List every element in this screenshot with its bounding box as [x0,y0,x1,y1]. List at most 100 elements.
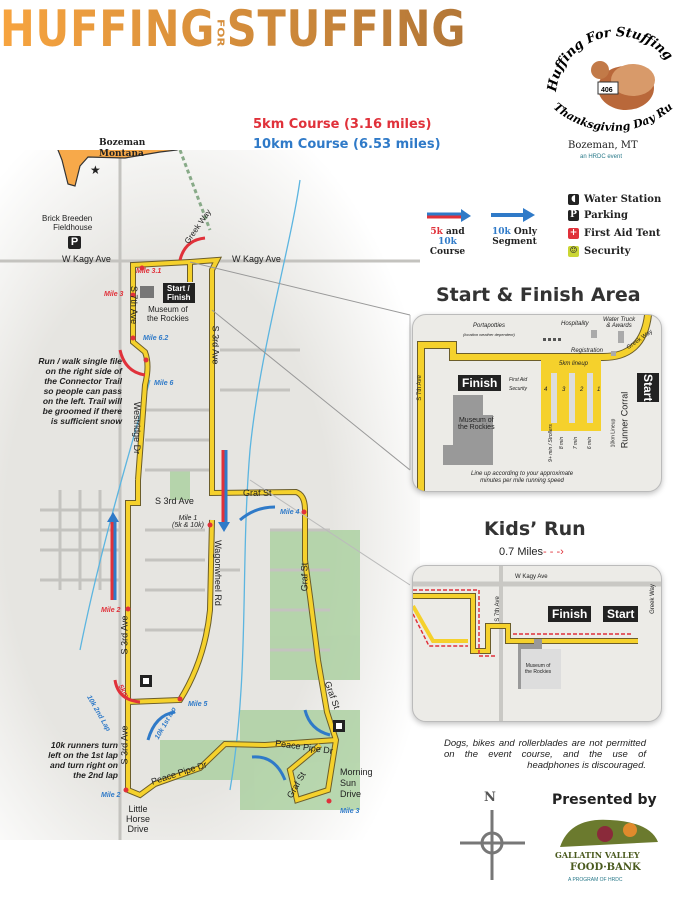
start-finish-tag: Start / Finish [163,283,195,303]
legend-water-station: ◖Water Station [568,194,661,205]
connector-trail-note: Run / walk single file on the right side… [38,356,122,426]
legend-10k-course: 10km Course (6.53 miles) [253,137,441,152]
street-s-7th-ave-inset: S 7th Ave [416,375,423,401]
street-greek-way-kids: Greek Way [649,584,656,614]
mile-1-label: Mile 1 (5k & 10k) [172,515,204,529]
start-finish-area-title: Start & Finish Area [436,284,641,306]
lap-turn-note: 10k runners turn left on the 1st lap and… [48,740,118,780]
museum-building [140,286,154,298]
street-graf-st-mid: Graf St [299,562,310,592]
compass-north-label: N [484,790,496,805]
mile-6-label: Mile 6 [154,380,174,387]
start-finish-inset: Portapotties (location weather dependent… [412,314,662,492]
kids-run-inset: W Kagy Ave S 7th Ave Greek Way Finish St… [412,565,662,722]
cornucopia-icon [560,819,658,847]
street-w-kagy-ave: W Kagy Ave [62,254,111,264]
parking-icon: P [68,236,81,249]
water-station-icon: ◖ [568,194,579,205]
corral-1: 1 [597,387,601,393]
street-wagonwheel-rd: Wagonwheel Rd [212,540,223,606]
street-s-7th-ave-kids: S 7th Ave [494,596,501,622]
pace-corral-1: 6 min [587,436,594,450]
museum-label-inset: Museum of the Rockies [458,417,495,431]
kids-start-tag: Start [603,606,639,622]
water-station-icon [140,675,152,687]
runner-corral-label: Runner Corral [619,391,630,449]
sponsor-name-line1: GALLATIN VALLEY [555,850,640,860]
mile-2-5k-label: Mile 2 [101,607,121,614]
street-s-3rd-ave-cross: S 3rd Ave [155,496,194,506]
arrow-legend-icons [427,208,535,222]
kids-finish-tag: Finish [548,606,592,622]
finish-tag: Finish [458,375,502,391]
street-s-3rd-ave-north: S 3rd Ave [210,325,221,365]
park-areas [160,470,360,810]
corral-3: 3 [562,387,566,393]
legend-security: ☺Security [568,246,631,257]
page-title: HUFFINGFORSTUFFING [0,0,577,58]
food-bank-logo: GALLATIN VALLEY FOOD·BANK A PROGRAM OF H… [550,812,665,892]
background-streets [0,150,420,840]
lineup-5k-label: 5km lineup [559,361,589,367]
event-logo: Huffing For Stuffing 406 Thanksgiving Da… [534,12,688,167]
bozeman-star-icon: ★ [90,163,101,177]
legend-first-aid: +First Aid Tent [568,228,661,239]
presented-by-label: Presented by [552,792,657,808]
start-tag: Start [637,373,659,403]
street-w-kagy-ave-kids: W Kagy Ave [515,574,548,580]
corral-4: 4 [544,387,548,393]
pace-corral-2: 7 min [573,436,580,450]
svg-text:406: 406 [601,87,613,94]
mile-5-label: Mile 5 [188,701,208,708]
lineup-note: Line up according to your approximate mi… [471,471,574,484]
street-morning-sun-drive: Morning Sun Drive [340,767,373,799]
montana-state-shape [57,150,178,187]
mile-3-label: Mile 3 [104,291,124,298]
hospitality-label: Hospitality [561,321,589,327]
mile-4-label: Mile 4 [280,509,300,516]
street-s-7th-ave: S 7th Ave [129,285,140,325]
street-graf-st: Graf St [243,488,272,498]
parking-icon: P [568,210,579,221]
pace-corral-4: 9+ min / Strollers [547,424,554,462]
kids-run-distance: 0.7 Miles- - -› [499,546,564,558]
course-map [0,150,420,840]
street-little-horse-drive: Little Horse Drive [126,804,151,834]
sponsor-name-line2: FOOD·BANK [570,862,641,873]
turkey-logo-icon: Huffing For Stuffing 406 Thanksgiving Da… [534,12,676,134]
first-aid-icon: + [568,228,579,239]
compass-rose-icon [460,810,525,880]
water-truck-label: Water Truck & Awards [603,317,636,329]
portapotties-label: Portapotties [473,323,506,329]
pace-corral-3: 8 min [559,436,566,450]
creek [229,179,301,791]
mile-2-10k-label: Mile 2 [101,792,121,799]
fieldhouse-label: Brick Breeden Fieldhouse [42,214,93,232]
lineup-10k-label: 10km Lineup [610,418,617,448]
course-rules-notice: Dogs, bikes and rollerblades are not per… [444,738,646,771]
museum-label: Museum of the Rockies [147,305,189,323]
security-icon: ☺ [568,246,579,257]
museum-label-kids: Museum of the Rockies [525,663,552,675]
street-westridge-dr: Westridge Dr [132,401,143,455]
water-station-icon [333,720,345,732]
logo-event-by: an HRDC event [580,154,623,160]
first-aid-label: First Aid [509,377,528,383]
street-s-3rd-ave-west: S 3rd Ave [119,615,130,655]
corral-2: 2 [580,387,584,393]
legend-5k-course: 5km Course (3.16 miles) [253,117,432,132]
security-label: Security [509,386,528,392]
mile-6-2-label: Mile 6.2 [143,335,169,342]
logo-location: Bozeman, MT [568,140,638,151]
mile-markers [123,265,332,804]
mile-3-10k-label: Mile 3 [340,808,360,815]
direction-arrows [107,236,331,781]
registration-label: Registration [571,348,604,354]
mile-3-1-label: Mile 3.1 [136,268,162,275]
sponsor-program: A PROGRAM OF HRDC [568,877,623,883]
portapotties-note: (location weather dependent) [463,332,515,337]
